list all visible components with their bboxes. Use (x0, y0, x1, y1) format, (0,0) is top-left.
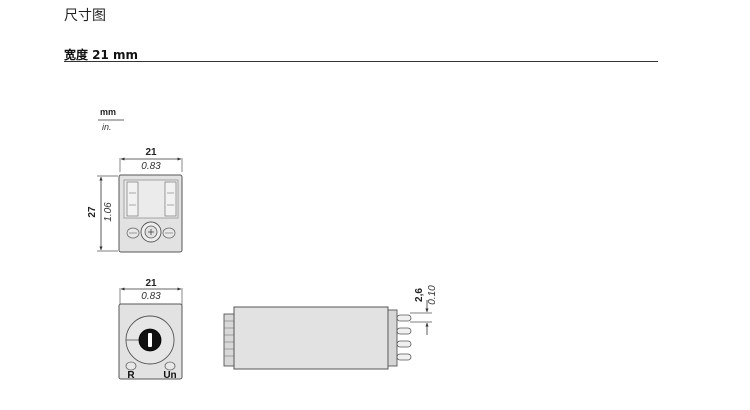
face-width-in: 0.83 (141, 291, 161, 302)
side-pin-1 (396, 314, 412, 322)
front-window-left (126, 181, 139, 217)
face-label-un: Un (163, 370, 176, 381)
face-width-mm: 21 (145, 278, 157, 289)
front-height-in: 1.06 (103, 202, 114, 222)
unit-inch-label: in. (102, 122, 112, 132)
front-window-right (164, 181, 177, 217)
face-led-un (164, 361, 176, 371)
unit-mm-label: mm (100, 107, 116, 117)
side-housing (233, 306, 389, 370)
side-pin-4 (396, 353, 412, 361)
side-pitch-in: 0.10 (427, 285, 438, 305)
page-title: 尺寸图 (64, 8, 106, 24)
front-view: 21 0.83 27 1.06 (87, 147, 183, 253)
face-view: 21 0.83 R Un (118, 278, 183, 381)
section-heading: 宽度 21 mm (64, 48, 139, 62)
side-pitch-mm: 2,6 (414, 288, 425, 302)
face-led-r (125, 361, 137, 371)
unit-legend: mm in. (98, 107, 124, 132)
face-dial-slot (148, 333, 152, 347)
side-terminal-block (387, 309, 398, 367)
side-pin-3 (396, 340, 412, 348)
section-rule (64, 61, 658, 62)
front-height-mm: 27 (87, 206, 98, 218)
side-pin-2 (396, 327, 412, 335)
side-view: 2,6 0.10 (223, 285, 438, 370)
front-width-in: 0.83 (141, 161, 161, 172)
face-label-r: R (127, 370, 135, 381)
front-width-mm: 21 (145, 147, 157, 158)
